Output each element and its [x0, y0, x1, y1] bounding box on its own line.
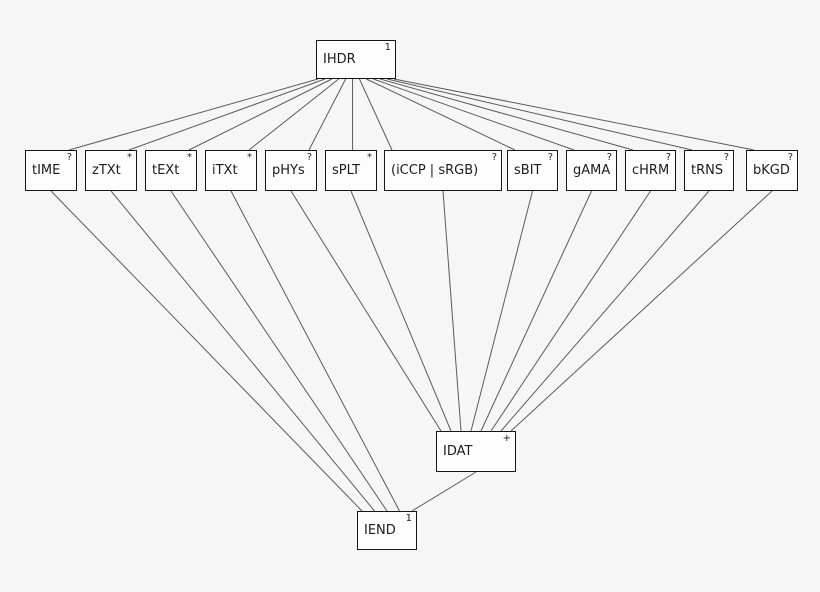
edge-IHDR-cHRM: [380, 78, 634, 151]
edge-cHRM-IDAT: [490, 190, 651, 432]
diagram-node-tEXt: tEXt *: [145, 150, 197, 191]
edge-IHDR-bKGD: [393, 78, 755, 151]
diagram-node-gAMA: gAMA?: [566, 150, 617, 191]
node-annotation: 1: [405, 513, 412, 524]
node-label: sPLT: [332, 163, 361, 178]
node-label: IHDR: [323, 52, 356, 67]
diagram-node-sBIT: sBIT?: [507, 150, 558, 191]
edge-zTXt-IEND: [110, 190, 375, 512]
node-label: gAMA: [573, 163, 611, 178]
diagram-node-IEND: IEND 1: [357, 511, 417, 550]
diagram-node-iTXt: iTXt *: [205, 150, 257, 191]
node-annotation: ?: [66, 152, 72, 163]
edge-bKGD-IDAT: [510, 190, 773, 432]
edge-iCCP_sRGB-IDAT: [442, 190, 462, 432]
node-label: zTXt: [92, 163, 121, 178]
edge-gAMA-IDAT: [480, 190, 592, 432]
edge-sPLT-IDAT: [350, 190, 452, 432]
node-annotation: *: [247, 152, 252, 163]
edge-IHDR-iTXt: [248, 78, 340, 151]
edge-IHDR-pHYs: [308, 78, 347, 151]
edge-IHDR-zTXt: [128, 78, 326, 151]
diagram-node-iCCP_sRGB: (iCCP | sRGB)?: [384, 150, 502, 191]
node-annotation: *: [127, 152, 132, 163]
edge-sBIT-IDAT: [470, 190, 533, 432]
edge-iTXt-IEND: [230, 190, 400, 512]
node-label: (iCCP | sRGB): [391, 163, 479, 178]
node-annotation: ?: [723, 152, 729, 163]
node-label: iTXt: [212, 163, 238, 178]
diagram-node-IHDR: IHDR 1: [316, 40, 396, 79]
node-label: IEND: [364, 523, 396, 538]
edge-IHDR-tIME: [68, 78, 319, 151]
edge-IHDR-tRNS: [386, 78, 693, 151]
node-label: tIME: [32, 163, 61, 178]
node-annotation: *: [367, 152, 372, 163]
diagram-node-tIME: tIME?: [25, 150, 77, 191]
node-label: sBIT: [514, 163, 542, 178]
edge-IHDR-iCCP_sRGB: [359, 78, 393, 151]
node-label: cHRM: [632, 163, 670, 178]
diagram-node-IDAT: IDAT +: [436, 431, 516, 472]
node-annotation: +: [502, 433, 511, 444]
diagram-node-tRNS: tRNS?: [684, 150, 734, 191]
edge-tEXt-IEND: [170, 190, 388, 512]
edge-IHDR-tEXt: [188, 78, 333, 151]
node-label: IDAT: [443, 444, 473, 459]
diagram-node-bKGD: bKGD?: [746, 150, 798, 191]
edge-pHYs-IDAT: [290, 190, 442, 432]
diagram-node-cHRM: cHRM?: [625, 150, 676, 191]
node-annotation: 1: [384, 42, 391, 53]
edge-IDAT-IEND: [411, 471, 477, 512]
node-annotation: ?: [665, 152, 671, 163]
diagram-node-sPLT: sPLT *: [325, 150, 377, 191]
edge-tIME-IEND: [50, 190, 363, 512]
node-annotation: ?: [787, 152, 793, 163]
node-annotation: *: [187, 152, 192, 163]
diagram-node-pHYs: pHYs?: [265, 150, 317, 191]
node-label: pHYs: [272, 163, 305, 178]
edge-tRNS-IDAT: [500, 190, 710, 432]
node-annotation: ?: [606, 152, 612, 163]
node-annotation: ?: [491, 152, 497, 163]
edge-IHDR-gAMA: [373, 78, 575, 151]
diagram-node-zTXt: zTXt *: [85, 150, 137, 191]
node-label: tRNS: [691, 163, 724, 178]
node-label: bKGD: [753, 163, 790, 178]
edge-IHDR-sBIT: [366, 78, 516, 151]
node-annotation: ?: [306, 152, 312, 163]
node-annotation: ?: [547, 152, 553, 163]
node-label: tEXt: [152, 163, 180, 178]
